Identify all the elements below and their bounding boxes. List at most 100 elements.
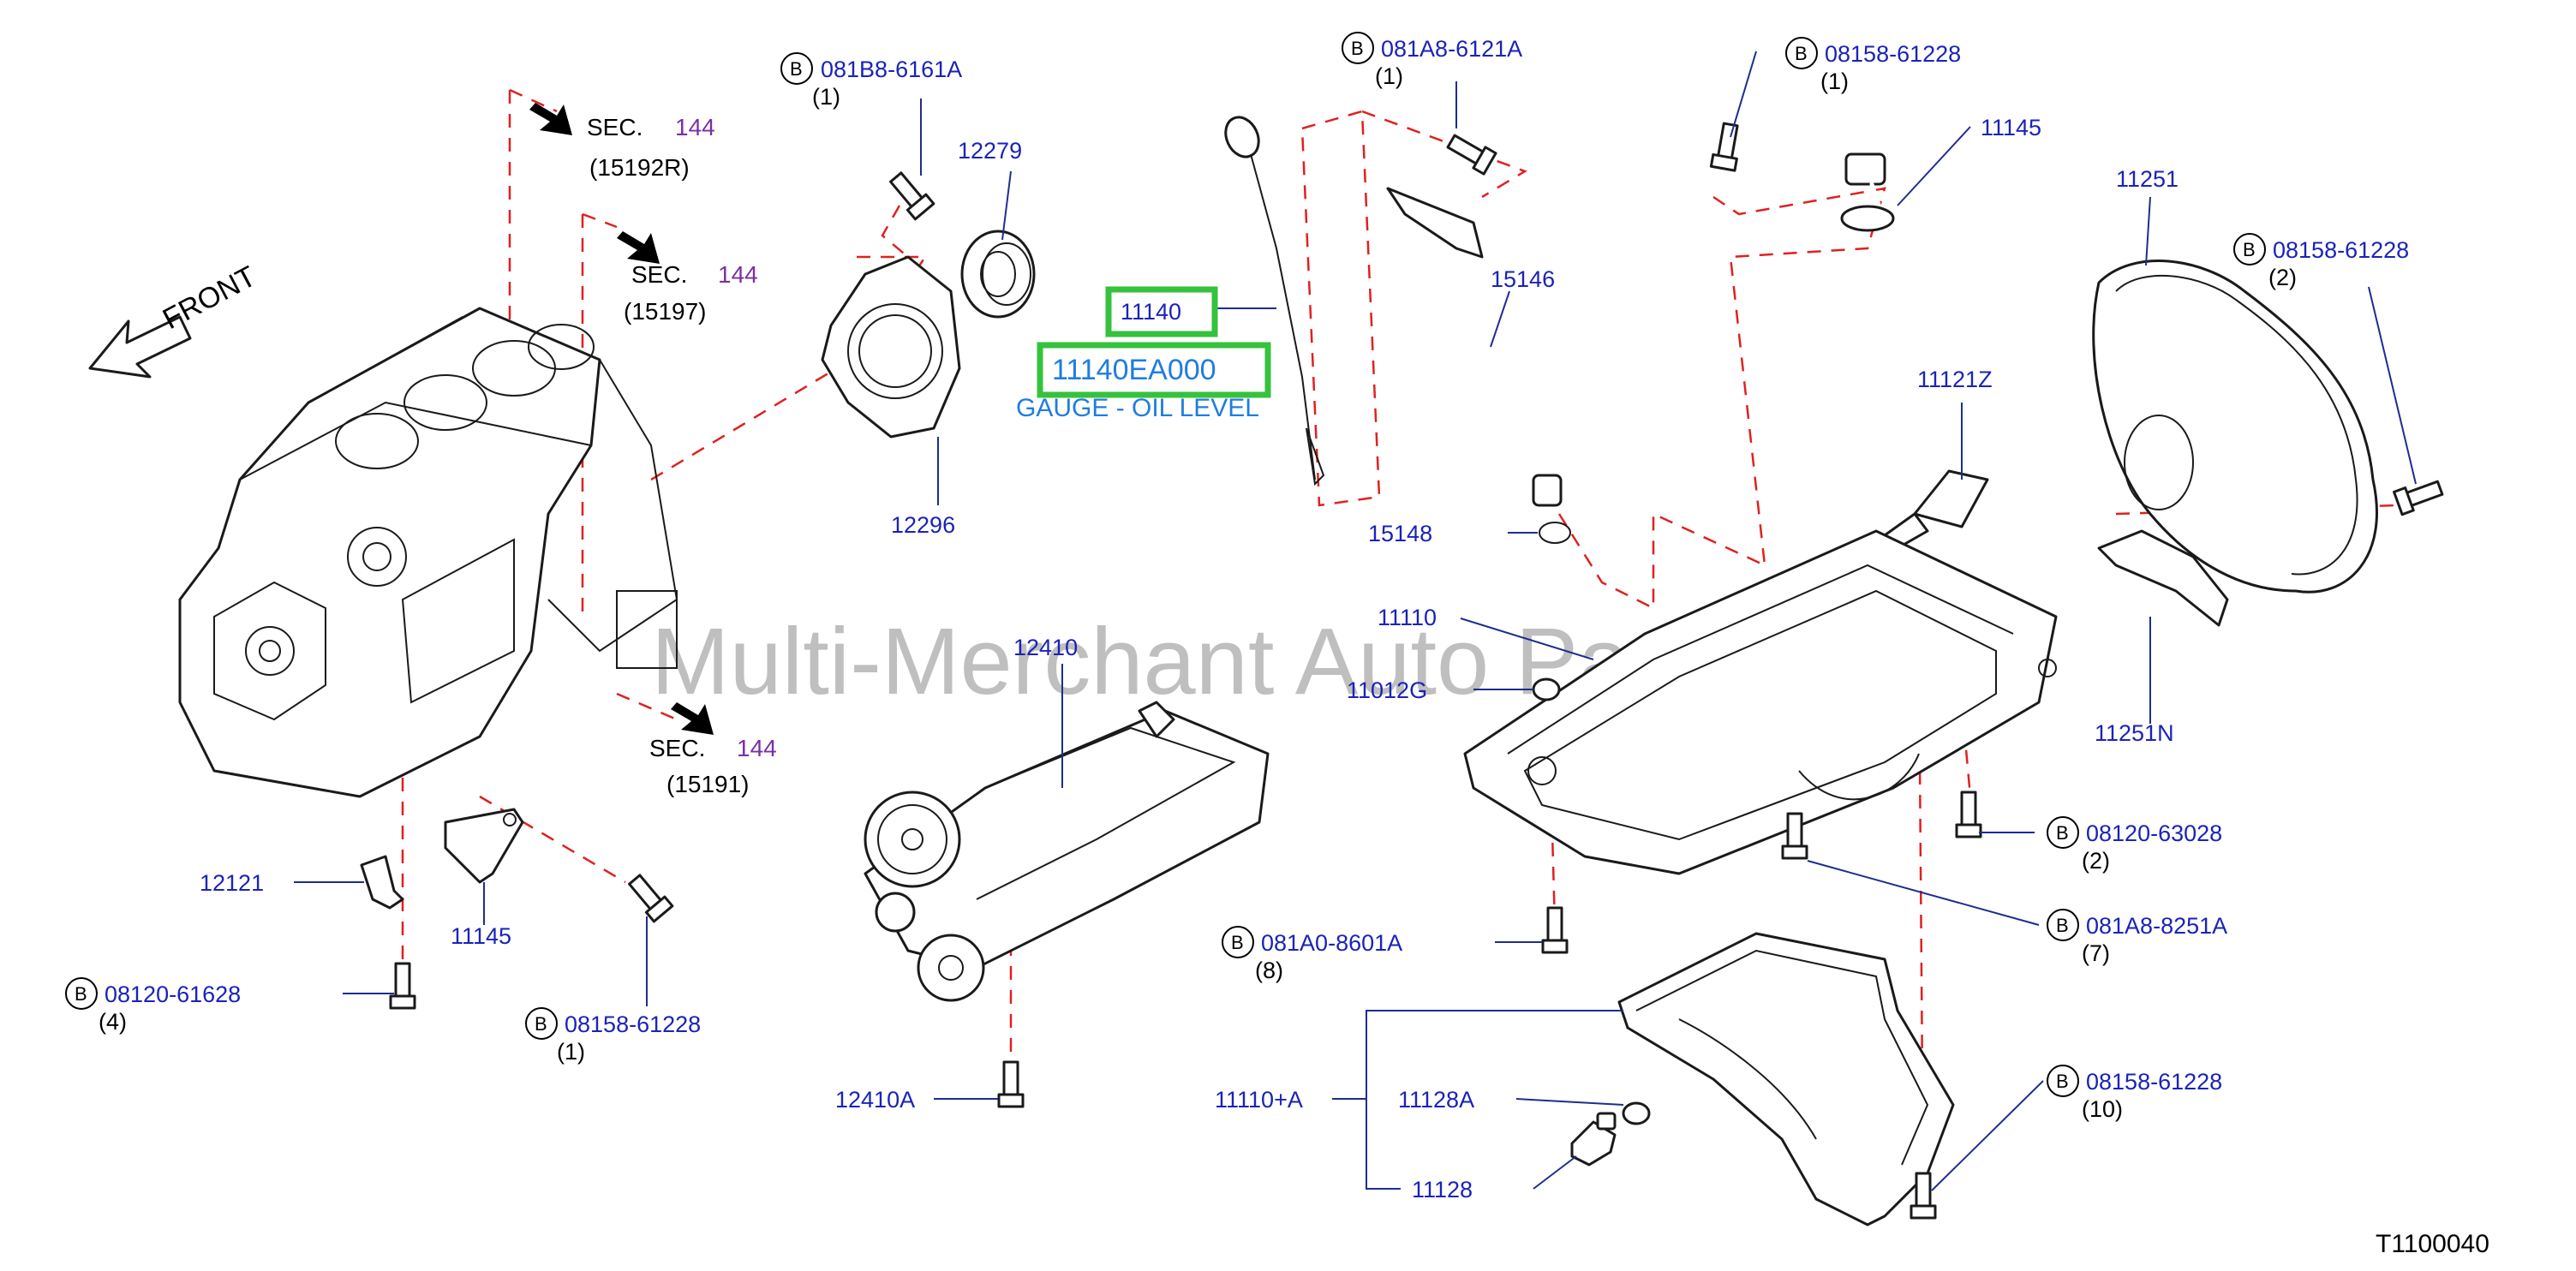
svg-text:(1): (1)	[812, 84, 840, 110]
part-081A8-8251A[interactable]: 081A8-8251A (7)	[2082, 913, 2227, 966]
section-ref-3[interactable]: SEC. 144 (15191)	[649, 702, 777, 797]
part-081A0-8601A[interactable]: 081A0-8601A (8)	[1255, 930, 1402, 983]
svg-text:(2): (2)	[2268, 265, 2297, 290]
highlight-oem-number: 11140EA000	[1052, 354, 1216, 386]
bolt-badges: B B B B B B B B B B	[65, 32, 2266, 1097]
svg-text:B: B	[75, 983, 87, 1005]
svg-text:08120-61628: 08120-61628	[105, 982, 241, 1007]
part-08158-61228-top[interactable]: 08158-61228 (1)	[1820, 41, 1961, 94]
svg-text:(15191): (15191)	[666, 771, 750, 797]
drain-plug	[1570, 1112, 1617, 1167]
oil-level-gauge	[1224, 116, 1325, 486]
section-arrow-icon	[671, 702, 714, 735]
svg-text:SEC.: SEC.	[631, 261, 687, 288]
svg-text:B: B	[2056, 822, 2069, 844]
part-15146[interactable]: 15146	[1491, 266, 1555, 292]
part-12410[interactable]: 12410	[1013, 635, 1078, 660]
part-11128A[interactable]: 11128A	[1398, 1087, 1474, 1113]
leader-lines	[294, 51, 2417, 1191]
svg-text:B: B	[1795, 43, 1808, 64]
svg-text:(15197): (15197)	[624, 298, 707, 325]
svg-text:(1): (1)	[1820, 69, 1849, 94]
part-11145-top[interactable]: 11145	[1981, 115, 2041, 140]
part-08120-63028[interactable]: 08120-63028 (2)	[2082, 820, 2222, 874]
svg-text:08158-61228: 08158-61228	[565, 1011, 701, 1037]
svg-text:B: B	[2056, 1071, 2069, 1092]
part-11128[interactable]: 11128	[1412, 1177, 1473, 1202]
part-12279[interactable]: 12279	[958, 138, 1022, 164]
part-11251[interactable]: 11251	[2116, 166, 2179, 192]
svg-text:081B8-6161A: 081B8-6161A	[821, 57, 962, 82]
svg-text:081A8-6121A: 081A8-6121A	[1381, 36, 1522, 62]
part-11251N[interactable]: 11251N	[2095, 720, 2174, 746]
part-08120-61628[interactable]: 08120-61628 (4)	[99, 982, 241, 1035]
rear-plate-gasket-small	[2097, 529, 2229, 627]
svg-text:08158-61228: 08158-61228	[2086, 1069, 2222, 1095]
part-12296[interactable]: 12296	[891, 512, 955, 538]
svg-text:B: B	[1351, 38, 1364, 59]
part-11121Z[interactable]: 11121Z	[1917, 367, 1993, 392]
liquid-gasket-tube	[1883, 469, 1989, 550]
svg-text:081A0-8601A: 081A0-8601A	[1261, 930, 1402, 956]
bracket-12121	[360, 855, 404, 910]
svg-text:B: B	[790, 58, 803, 80]
highlight-box-part	[1105, 286, 1218, 337]
svg-text:B: B	[1231, 932, 1244, 953]
svg-text:144: 144	[718, 261, 758, 288]
oil-strainer-tube	[1840, 152, 1895, 371]
part-11012G[interactable]: 11012G	[1347, 677, 1427, 703]
highlight-part-number: 11140	[1121, 299, 1181, 325]
svg-text:08158-61228: 08158-61228	[1825, 41, 1961, 67]
part-08158-61228-pan[interactable]: 08158-61228 (10)	[2082, 1069, 2222, 1122]
svg-text:144: 144	[737, 735, 777, 761]
svg-text:(15192R): (15192R)	[589, 154, 690, 181]
oil-pump-assembly	[864, 701, 1270, 1002]
svg-text:(10): (10)	[2082, 1096, 2123, 1122]
svg-text:144: 144	[675, 114, 715, 140]
svg-text:(1): (1)	[1375, 63, 1403, 89]
svg-text:(1): (1)	[557, 1039, 585, 1065]
svg-text:B: B	[2056, 915, 2069, 936]
svg-text:(8): (8)	[1255, 958, 1283, 983]
svg-text:B: B	[2243, 239, 2256, 260]
part-08158-61228-right[interactable]: 08158-61228 (2)	[2268, 237, 2409, 290]
lower-oil-pan	[1617, 932, 1955, 1226]
highlight-description: GAUGE - OIL LEVEL	[1016, 394, 1259, 422]
bracket-11145-bottom	[444, 808, 524, 884]
svg-text:SEC.: SEC.	[649, 735, 705, 761]
oil-level-gauge-guide	[1368, 143, 1571, 544]
rear-plate-gasket	[2092, 260, 2378, 594]
part-11145-bottom[interactable]: 11145	[451, 923, 511, 949]
section-ref-1[interactable]: SEC. 144 (15192R)	[529, 103, 715, 181]
section-ref-2[interactable]: SEC. 144 (15197)	[617, 231, 758, 325]
svg-text:(7): (7)	[2082, 940, 2110, 966]
front-arrow	[88, 315, 192, 379]
diagram-reference: T1100040	[2376, 1230, 2489, 1258]
svg-text:(4): (4)	[99, 1009, 127, 1035]
section-arrow-icon	[529, 103, 572, 135]
highlight-box-number	[1037, 342, 1271, 398]
part-081A8-6121A[interactable]: 081A8-6121A (1)	[1375, 36, 1522, 89]
part-11110[interactable]: 11110	[1378, 605, 1437, 630]
part-12410A[interactable]: 12410A	[835, 1087, 915, 1113]
highlighted-part-11140[interactable]: 11140 11140EA000 GAUGE - OIL LEVEL	[1016, 286, 1271, 422]
svg-text:SEC.: SEC.	[587, 114, 643, 140]
upper-oil-pan	[1463, 529, 2058, 875]
part-12121[interactable]: 12121	[200, 870, 264, 896]
front-label: FRONT	[158, 260, 261, 337]
svg-text:B: B	[535, 1013, 547, 1035]
svg-text:081A8-8251A: 081A8-8251A	[2086, 913, 2227, 939]
svg-text:08158-61228: 08158-61228	[2273, 237, 2409, 263]
part-08158-61228-bottom[interactable]: 08158-61228 (1)	[557, 1011, 701, 1065]
part-15148[interactable]: 15148	[1368, 521, 1432, 546]
section-arrow-icon	[617, 231, 660, 264]
rear-oil-seal-retainer	[821, 255, 961, 439]
drain-washer	[1622, 1101, 1651, 1125]
bolt-icons	[389, 122, 2444, 1220]
svg-text:(2): (2)	[2082, 848, 2110, 874]
part-081B8-6161A[interactable]: 081B8-6161A (1)	[812, 57, 962, 110]
cylinder-block-illustration	[178, 307, 678, 798]
part-11110A[interactable]: 11110+A	[1215, 1087, 1303, 1113]
